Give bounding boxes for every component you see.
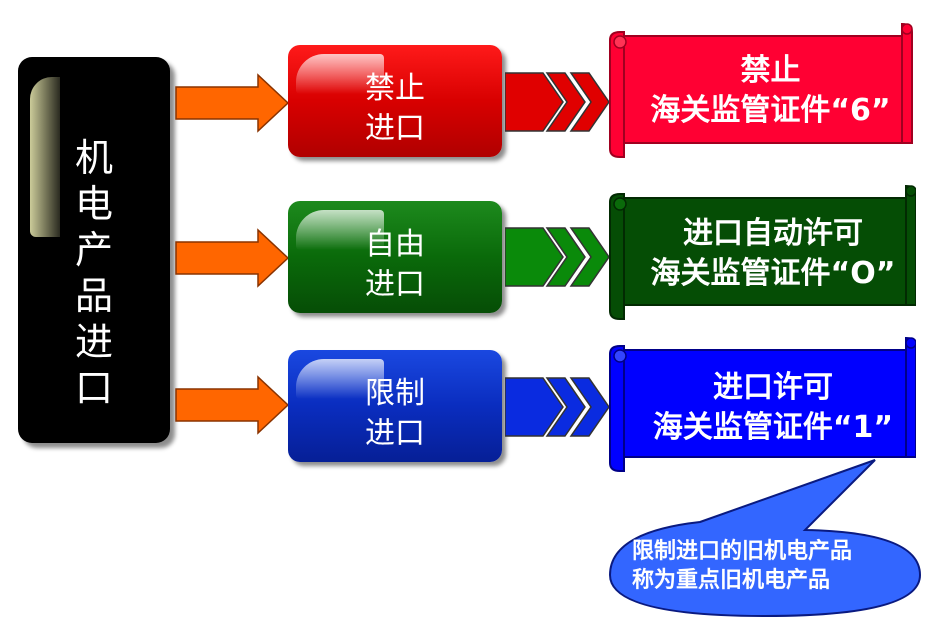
- category-label-line: 禁止: [365, 71, 425, 106]
- main-label-char: 电: [74, 182, 113, 226]
- gloss-highlight: [30, 77, 60, 237]
- category-label-line: 自由: [365, 227, 425, 262]
- scroll-banner-free: [609, 184, 916, 320]
- result-text-line: 禁止: [740, 53, 801, 88]
- result-text-line: 进口许可: [713, 370, 833, 405]
- category-box-restricted: 限制 进口: [288, 350, 502, 462]
- category-label-line: 进口: [365, 111, 425, 146]
- result-text-line: 海关监管证件“1”: [652, 410, 894, 445]
- main-label-char: 机: [74, 136, 113, 180]
- main-category-label: 机 电 产 品 进 口: [18, 135, 170, 411]
- result-text-prohibited: 禁止 海关监管证件“6”: [628, 51, 913, 131]
- result-text-line: 海关监管证件“6”: [650, 93, 891, 128]
- gloss-highlight: [296, 359, 384, 399]
- arrow-to-prohibited-icon: [175, 73, 290, 133]
- gloss-highlight: [296, 210, 384, 250]
- category-box-prohibited: 禁止 进口: [288, 45, 502, 157]
- result-text-line: 海关监管证件“O”: [650, 256, 896, 291]
- main-label-char: 产: [74, 228, 113, 272]
- arrow-to-free-icon: [175, 228, 290, 288]
- category-label-line: 进口: [365, 416, 425, 451]
- chevron-right-icon: [505, 377, 610, 437]
- arrow-to-restricted-icon: [175, 375, 290, 435]
- result-text-line: 进口自动许可: [683, 216, 863, 251]
- category-label-restricted: 限制 进口: [288, 374, 502, 454]
- main-category-box: 机 电 产 品 进 口: [18, 57, 170, 443]
- callout-text: 限制进口的旧机电产品 称为重点旧机电产品: [632, 537, 912, 595]
- result-text-free: 进口自动许可 海关监管证件“O”: [628, 214, 918, 294]
- main-label-char: 进: [74, 320, 113, 364]
- chevron-right-icon: [505, 227, 610, 287]
- main-label-char: 口: [74, 366, 113, 410]
- main-label-char: 品: [74, 274, 113, 318]
- category-label-prohibited: 禁止 进口: [288, 69, 502, 149]
- chevron-right-icon: [505, 72, 610, 132]
- callout-bubble: [608, 459, 922, 618]
- callout-text-line: 限制进口的旧机电产品: [632, 539, 853, 564]
- category-label-line: 限制: [365, 376, 425, 411]
- scroll-banner-restricted: [609, 336, 916, 472]
- callout-text-line: 称为重点旧机电产品: [632, 568, 831, 593]
- category-label-line: 进口: [365, 267, 425, 302]
- category-label-free: 自由 进口: [288, 225, 502, 305]
- result-text-restricted: 进口许可 海关监管证件“1”: [628, 368, 918, 448]
- scroll-banner-prohibited: [609, 22, 913, 158]
- gloss-highlight: [296, 54, 384, 94]
- category-box-free: 自由 进口: [288, 201, 502, 313]
